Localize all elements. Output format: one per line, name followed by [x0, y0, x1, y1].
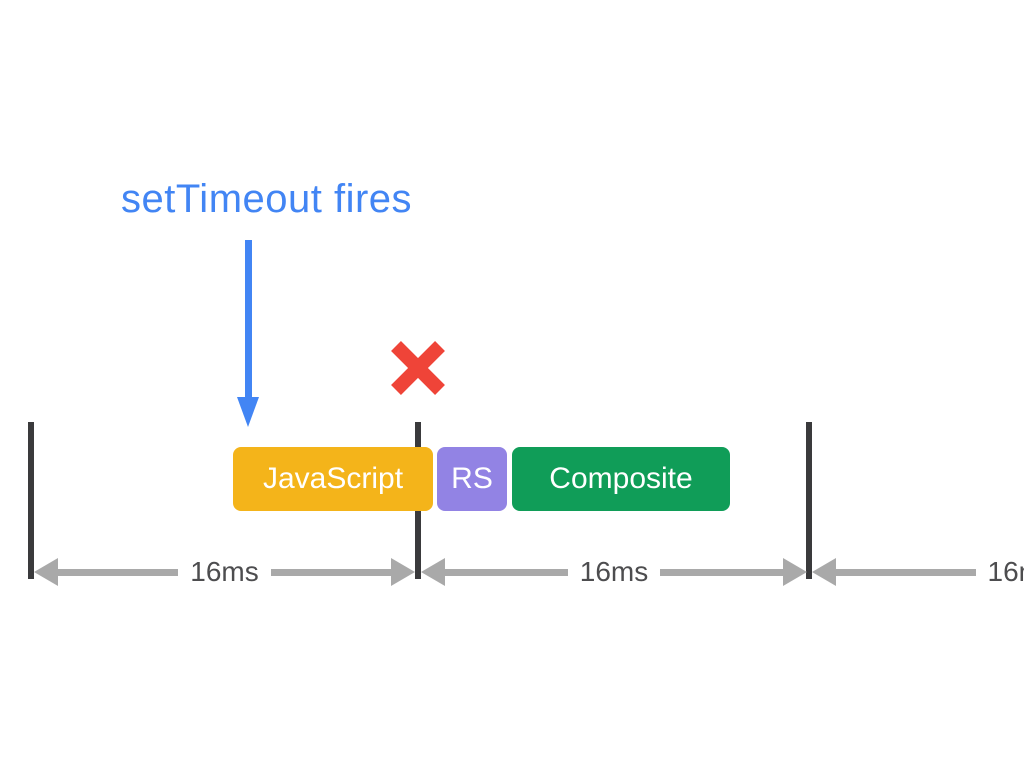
task-javascript-label: JavaScript	[262, 462, 404, 495]
frame-boundary-1	[28, 422, 34, 579]
interval-line	[836, 568, 976, 576]
arrow-left-icon	[34, 558, 58, 586]
missed-frame-x-icon	[391, 341, 445, 395]
settimeout-arrow-down-icon	[237, 397, 259, 427]
task-composite: Composite	[512, 447, 730, 511]
arrow-right-icon	[391, 558, 415, 586]
arrow-left-icon	[812, 558, 836, 586]
arrow-right-icon	[783, 558, 807, 586]
task-composite-label: Composite	[549, 462, 693, 495]
task-javascript: JavaScript	[233, 447, 433, 511]
arrow-left-icon	[421, 558, 445, 586]
interval-frame-2: 16ms	[421, 558, 807, 586]
interval-frame-3: 16ms	[812, 558, 1024, 586]
frame-boundary-3	[806, 422, 812, 579]
interval-line	[58, 568, 179, 576]
interval-frame-1: 16ms	[34, 558, 415, 586]
interval-duration-label: 16ms	[579, 556, 649, 587]
settimeout-fires-label: setTimeout fires	[121, 177, 413, 221]
interval-line	[270, 568, 391, 576]
task-rs-label: RS	[451, 462, 493, 495]
interval-line	[445, 568, 568, 576]
settimeout-arrow-shaft	[245, 240, 252, 398]
interval-duration-label: 16ms	[190, 556, 259, 587]
task-rs: RS	[437, 447, 507, 511]
interval-duration-label: 16ms	[987, 556, 1024, 587]
interval-line	[660, 568, 783, 576]
